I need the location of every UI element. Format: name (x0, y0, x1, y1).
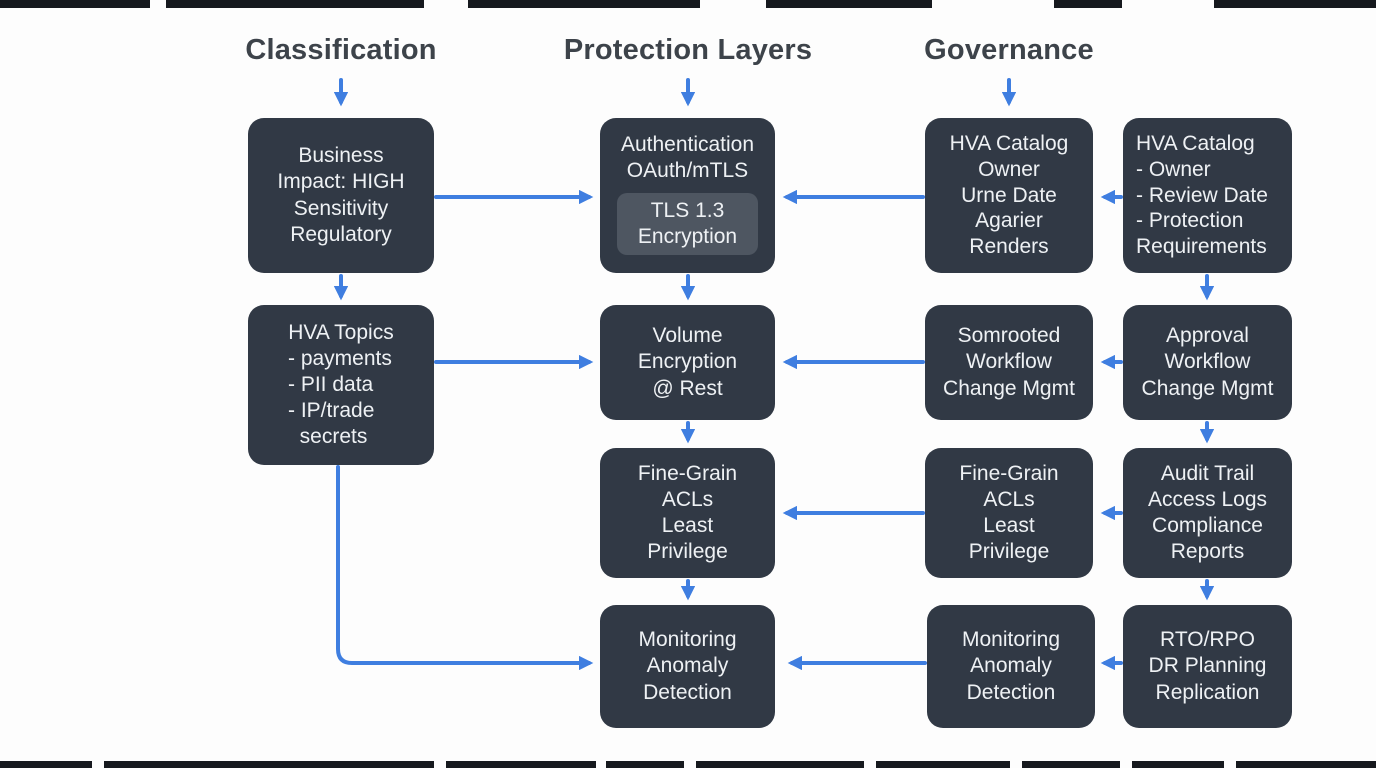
bottom-edge-artifact (0, 761, 92, 768)
node-fine-grain-acls-protection: Fine-Grain ACLs Least Privilege (600, 448, 775, 578)
column-header-protection-layers: Protection Layers (563, 34, 813, 66)
node-fine-grain-acls-protection-label: Fine-Grain ACLs Least Privilege (637, 461, 738, 564)
top-edge-artifact (166, 0, 424, 8)
node-somrooted-workflow-label: Somrooted Workflow Change Mgmt (943, 324, 1075, 400)
node-hva-topics-title: HVA Topics (288, 320, 394, 344)
node-fine-grain-acls-governance: Fine-Grain ACLs Least Privilege (925, 448, 1093, 578)
node-monitoring-governance-label: Monitoring Anomaly Detection (961, 628, 1061, 704)
bottom-edge-artifact (696, 761, 864, 768)
node-audit-trail-label: Audit Trail Access Logs Compliance Repor… (1147, 461, 1268, 564)
node-rto-rpo: RTO/RPO DR Planning Replication (1123, 605, 1292, 728)
node-approval-workflow-label: Approval Workflow Change Mgmt (1141, 324, 1274, 400)
node-hva-catalog-owner: HVA Catalog Owner Urne Date Agarier Rend… (925, 118, 1093, 273)
node-hva-topics: HVA Topics - payments - PII data - IP/tr… (248, 305, 434, 465)
node-volume-encryption: Volume Encryption @ Rest (600, 305, 775, 420)
node-hva-catalog-details: HVA Catalog - Owner - Review Date - Prot… (1123, 118, 1292, 273)
node-rto-rpo-label: RTO/RPO DR Planning Replication (1148, 628, 1267, 704)
top-edge-artifact (766, 0, 932, 8)
top-edge-artifact (468, 0, 700, 8)
node-authentication: Authentication OAuth/mTLS TLS 1.3 Encryp… (600, 118, 775, 273)
node-monitoring-protection-label: Monitoring Anomaly Detection (638, 628, 737, 704)
column-header-governance: Governance (924, 34, 1094, 66)
top-edge-artifact (0, 0, 150, 8)
node-tls-encryption: TLS 1.3 Encryption (617, 193, 758, 256)
bottom-edge-artifact (1022, 761, 1120, 768)
node-business-impact: Business Impact: HIGH Sensitivity Regula… (248, 118, 434, 273)
bottom-edge-artifact (876, 761, 1010, 768)
node-business-impact-label: Business Impact: HIGH Sensitivity Regula… (277, 144, 405, 246)
node-somrooted-workflow: Somrooted Workflow Change Mgmt (925, 305, 1093, 420)
column-header-classification: Classification (245, 34, 437, 66)
node-hva-catalog-owner-label: HVA Catalog Owner Urne Date Agarier Rend… (949, 132, 1069, 258)
node-hva-topics-list: - payments - PII data - IP/trade secrets (288, 346, 392, 449)
node-approval-workflow: Approval Workflow Change Mgmt (1123, 305, 1292, 420)
top-edge-artifact (1214, 0, 1376, 8)
bottom-edge-artifact (1236, 761, 1376, 768)
bottom-edge-artifact (104, 761, 434, 768)
bottom-edge-artifact (1132, 761, 1224, 768)
node-fine-grain-acls-governance-label: Fine-Grain ACLs Least Privilege (959, 461, 1059, 564)
node-audit-trail: Audit Trail Access Logs Compliance Repor… (1123, 448, 1292, 578)
bottom-edge-artifact (446, 761, 596, 768)
node-monitoring-governance: Monitoring Anomaly Detection (927, 605, 1095, 728)
bottom-edge-artifact (606, 761, 684, 768)
node-authentication-label: Authentication OAuth/mTLS (620, 133, 755, 183)
arrow-hva-topics-to-monitoring-elbow (336, 465, 594, 671)
top-edge-artifact (1054, 0, 1122, 8)
node-volume-encryption-label: Volume Encryption @ Rest (637, 324, 738, 400)
node-hva-catalog-details-label: HVA Catalog - Owner - Review Date - Prot… (1136, 132, 1268, 258)
node-monitoring-protection: Monitoring Anomaly Detection (600, 605, 775, 728)
